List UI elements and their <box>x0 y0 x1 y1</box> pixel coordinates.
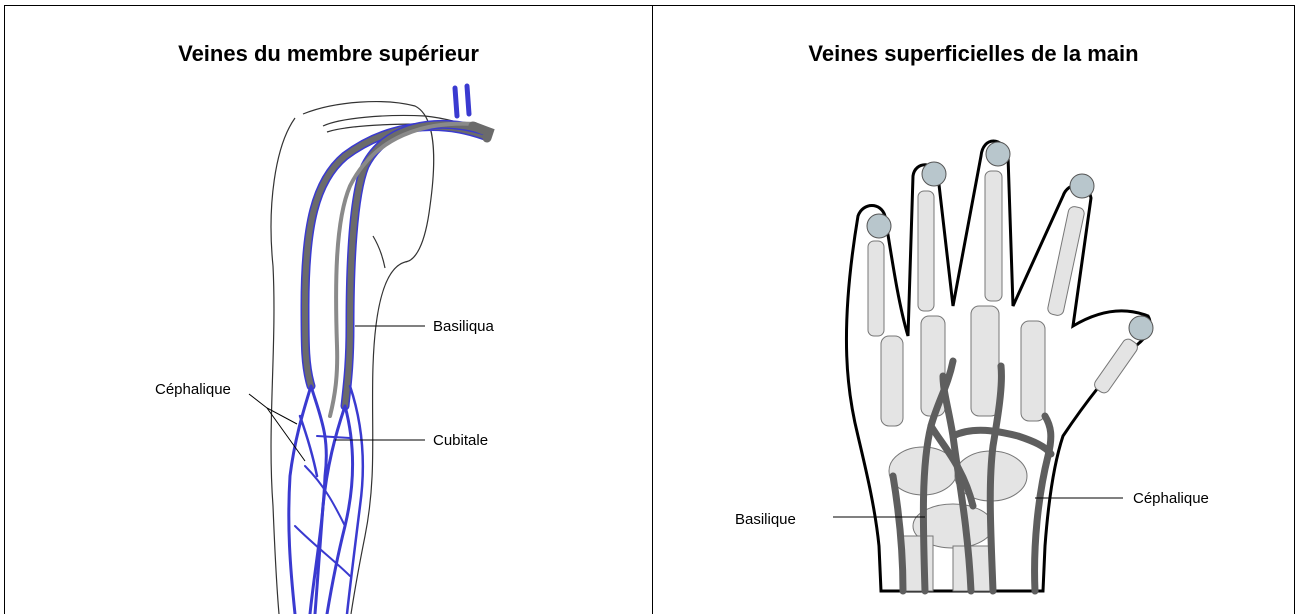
cephalique-label-left: Céphalique <box>155 381 231 398</box>
upper-limb-panel: Veines du membre supérieur <box>5 6 652 614</box>
hand-panel: Veines superficielles de la main <box>653 6 1294 614</box>
hand-illustration: Basilique Céphalique <box>653 6 1294 614</box>
basilique-label: Basilique <box>735 511 796 528</box>
vein-network <box>289 86 489 614</box>
cephalique-label-right: Céphalique <box>1133 490 1209 507</box>
cubitale-label: Cubitale <box>433 432 488 449</box>
upper-limb-illustration: Basiliqua Céphalique Cubitale <box>5 6 652 614</box>
basiliqua-label: Basiliqua <box>433 318 495 335</box>
